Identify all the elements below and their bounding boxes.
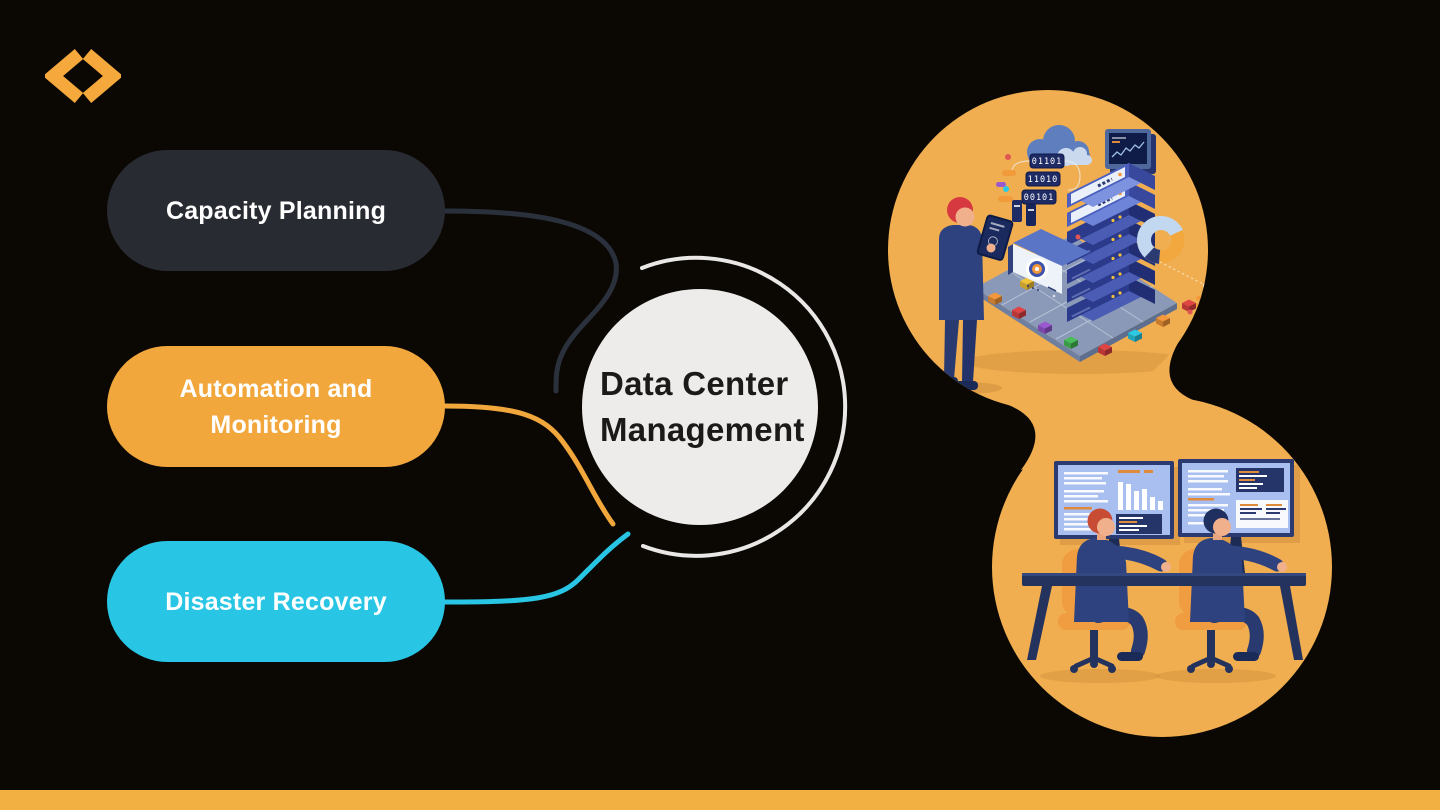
- binary-label-2: 11010: [1028, 175, 1059, 185]
- node-disaster-recovery: Disaster Recovery: [107, 541, 445, 662]
- wall-monitor: [1105, 129, 1156, 176]
- binary-label-1: 01101: [1032, 157, 1063, 167]
- center-title-line1: Data Center: [600, 365, 789, 402]
- node-label: Disaster Recovery: [165, 587, 387, 616]
- floor-data-cubes: [988, 277, 1196, 356]
- connector-disaster: [442, 531, 631, 605]
- center-node-data-center-management: Data Center Management: [582, 289, 818, 525]
- donut-chart: [1137, 216, 1185, 264]
- node-label: Capacity Planning: [165, 196, 387, 225]
- center-title-line2: Management: [600, 411, 805, 448]
- small-device-slabs: [1012, 200, 1036, 226]
- connector-capacity: [442, 208, 619, 394]
- binary-label-3: 00101: [1024, 193, 1055, 203]
- chevron-right-icon: [82, 49, 124, 103]
- node-label: Automation and Monitoring: [179, 374, 373, 439]
- node-automation-and-monitoring: Automation and Monitoring: [107, 346, 445, 467]
- center-ring-arc: [640, 255, 848, 558]
- monitoring-team-illustration: [1022, 459, 1306, 683]
- connector-automation: [442, 403, 616, 527]
- standing-engineer: [926, 197, 1014, 394]
- seated-operator-left: [1074, 508, 1171, 661]
- brand-logo: [42, 47, 124, 110]
- projector-device: [1008, 229, 1090, 294]
- binary-code-badges: 01101 11010 00101: [996, 153, 1081, 205]
- control-desk: [1022, 573, 1306, 660]
- dashboard-monitor-left: [1054, 461, 1180, 573]
- chevron-left-icon: [42, 49, 84, 103]
- bottom-accent-bar: [0, 790, 1440, 810]
- screen-bar-chart: [1118, 482, 1163, 510]
- tablet: [976, 214, 1014, 261]
- node-capacity-planning: Capacity Planning: [107, 150, 445, 271]
- server-room-illustration: 01101 11010 00101: [926, 125, 1208, 394]
